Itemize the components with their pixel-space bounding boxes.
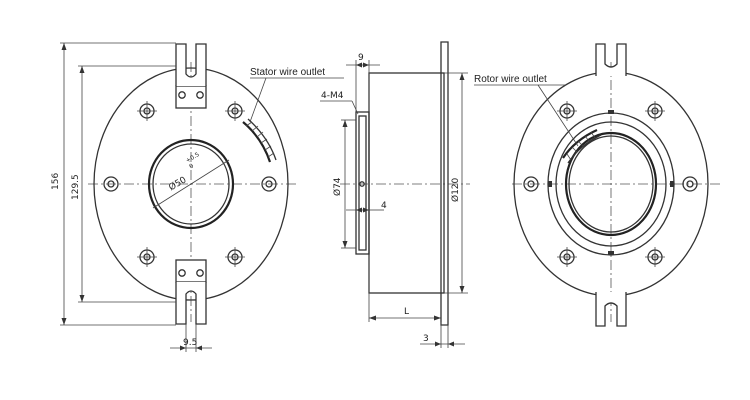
bore-inner: [152, 143, 230, 225]
rotor-leader-line: [537, 84, 579, 147]
dim-hole-spacing-label: 129.5: [71, 174, 81, 200]
mount-holes-leader: [351, 100, 359, 115]
bottom-mounting-tab: [175, 259, 207, 325]
side-body: [368, 72, 445, 294]
dim-length-label: L: [404, 307, 409, 317]
rotor-bottom-tab: [595, 292, 627, 327]
dim-outlet-offset-label: 9: [358, 53, 364, 63]
outer-flange: [93, 67, 289, 301]
rotor-screw-left: [548, 181, 552, 187]
rotor-wire-outlet-label: Rotor wire outlet: [474, 74, 547, 85]
rotor-screw-top: [608, 110, 614, 114]
dim-flange-thickness-label: 3: [423, 334, 429, 344]
dim-overall-height-label: 156: [51, 173, 61, 190]
stator-wire-outlet-marker: [242, 118, 277, 163]
dim-length: [368, 293, 442, 325]
bore-tolerance-lower: 0: [188, 162, 195, 170]
bore-diameter-leader: [152, 159, 230, 209]
rotor-middle-ring: [555, 121, 667, 247]
bore-diameter-label: Ø50: [167, 174, 189, 193]
rotor-wire-outlet-marker: [562, 128, 602, 164]
rotor-bore-inner: [568, 135, 654, 233]
dim-outlet-offset: [346, 60, 380, 112]
bolt-holes: [103, 101, 277, 267]
rotor-screw-bottom: [608, 251, 614, 255]
dim-inner-diameter-label: Ø74: [332, 177, 343, 196]
dim-slot-width-label: 9.5: [183, 338, 197, 348]
dim-body-diameter: [444, 72, 468, 294]
dim-step-width: [346, 207, 384, 213]
rotor-top-tab: [595, 43, 627, 76]
front-view-stator: Ø50 +0.5 0 156 129.5: [51, 42, 344, 352]
dim-slot-width: [170, 324, 212, 352]
stator-leader-line: [249, 77, 267, 123]
dim-overall-height: [60, 42, 176, 326]
dim-body-diameter-label: Ø120: [450, 177, 461, 202]
rear-view-rotor: Rotor wire outlet: [474, 43, 722, 327]
dim-inner-diameter: [342, 120, 348, 248]
mount-holes-label: 4-M4: [321, 91, 344, 101]
bore-tolerance-upper: +0.5: [185, 151, 201, 164]
dim-step-width-label: 4: [381, 201, 387, 211]
stator-wire-outlet-label: Stator wire outlet: [250, 67, 325, 78]
side-front-hub: [341, 111, 370, 255]
rotor-bore-outer: [564, 131, 658, 237]
dim-hole-spacing: [78, 65, 176, 303]
side-view: Ø74 4 9 4-M4 Ø120: [320, 41, 470, 348]
rotor-bolt-holes: [523, 101, 698, 267]
bore-outer: [147, 138, 235, 230]
top-mounting-tab: [175, 43, 207, 109]
rotor-screw-right: [670, 181, 674, 187]
dim-flange-thickness: [420, 325, 465, 348]
